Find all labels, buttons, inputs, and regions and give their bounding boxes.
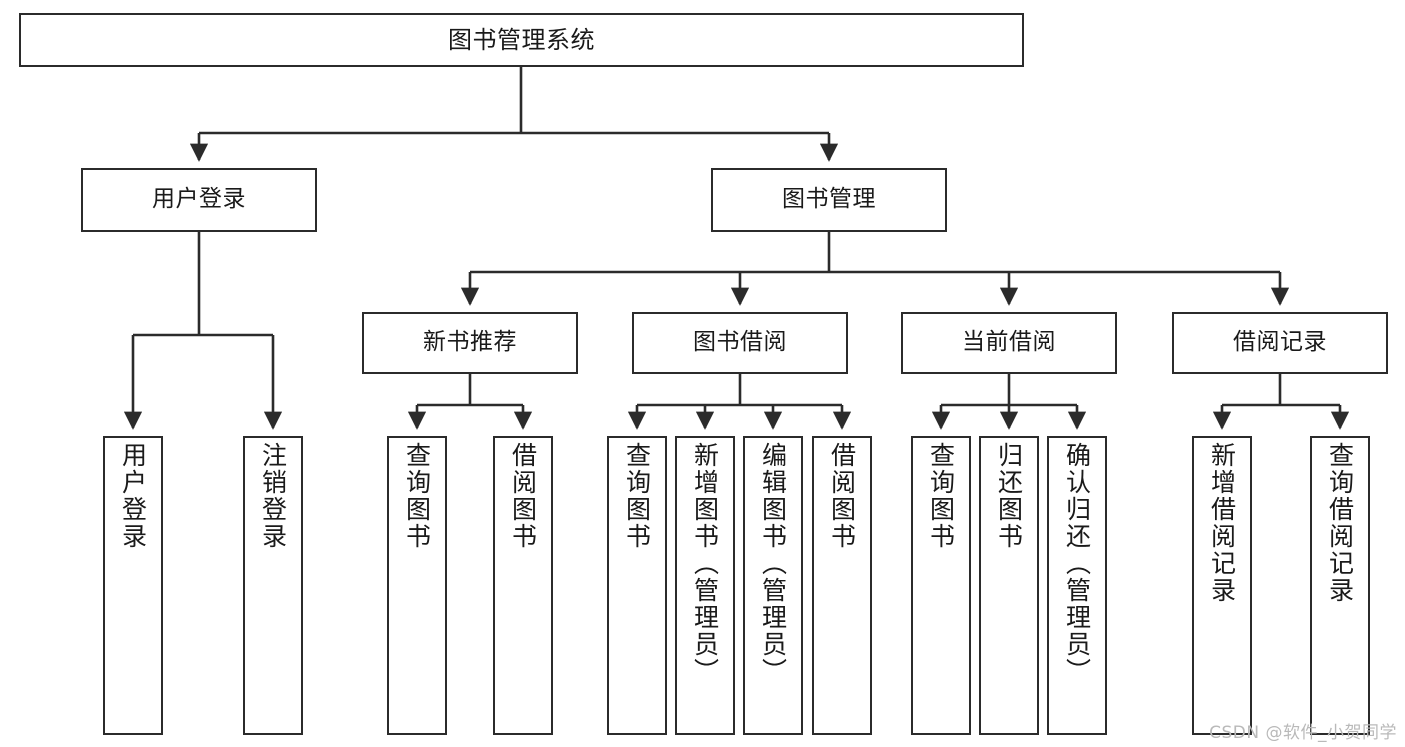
leaf-borrow-query-book[interactable]: 查询图书: [607, 436, 667, 735]
node-label: 借阅记录: [1233, 329, 1327, 356]
node-root-system[interactable]: 图书管理系统: [19, 13, 1024, 67]
node-label: 编辑图书（管理员）: [758, 442, 788, 685]
node-label: 用户登录: [118, 442, 148, 550]
node-label: 查询借阅记录: [1325, 442, 1355, 604]
node-label: 图书管理: [782, 186, 876, 213]
node-borrow-record[interactable]: 借阅记录: [1172, 312, 1388, 374]
watermark-text: CSDN @软件_小贺同学: [1209, 723, 1397, 743]
node-label: 图书管理系统: [448, 25, 595, 54]
node-label: 查询图书: [926, 442, 956, 550]
node-label: 图书借阅: [693, 329, 787, 356]
node-user-login[interactable]: 用户登录: [81, 168, 317, 232]
node-label: 借阅图书: [827, 442, 857, 550]
node-label: 确认归还（管理员）: [1062, 442, 1092, 685]
leaf-borrow-edit-book-admin[interactable]: 编辑图书（管理员）: [743, 436, 803, 735]
node-label: 新书推荐: [423, 329, 517, 356]
leaf-current-return-book[interactable]: 归还图书: [979, 436, 1039, 735]
leaf-record-query-borrow-record[interactable]: 查询借阅记录: [1310, 436, 1370, 735]
node-current-borrow[interactable]: 当前借阅: [901, 312, 1117, 374]
node-label: 用户登录: [152, 186, 246, 213]
node-book-management[interactable]: 图书管理: [711, 168, 947, 232]
node-new-book-recommend[interactable]: 新书推荐: [362, 312, 578, 374]
node-label: 注销登录: [258, 442, 288, 550]
leaf-logout[interactable]: 注销登录: [243, 436, 303, 735]
node-label: 借阅图书: [508, 442, 538, 550]
node-label: 归还图书: [994, 442, 1024, 550]
node-label: 新增图书（管理员）: [690, 442, 720, 685]
leaf-borrow-add-book-admin[interactable]: 新增图书（管理员）: [675, 436, 735, 735]
node-label: 查询图书: [402, 442, 432, 550]
leaf-recommend-query-book[interactable]: 查询图书: [387, 436, 447, 735]
node-label: 新增借阅记录: [1207, 442, 1237, 604]
node-label: 当前借阅: [962, 329, 1056, 356]
node-label: 查询图书: [622, 442, 652, 550]
leaf-borrow-borrow-book[interactable]: 借阅图书: [812, 436, 872, 735]
node-book-borrow[interactable]: 图书借阅: [632, 312, 848, 374]
leaf-user-login[interactable]: 用户登录: [103, 436, 163, 735]
leaf-recommend-borrow-book[interactable]: 借阅图书: [493, 436, 553, 735]
leaf-record-add-borrow-record[interactable]: 新增借阅记录: [1192, 436, 1252, 735]
leaf-current-confirm-return-admin[interactable]: 确认归还（管理员）: [1047, 436, 1107, 735]
leaf-current-query-book[interactable]: 查询图书: [911, 436, 971, 735]
